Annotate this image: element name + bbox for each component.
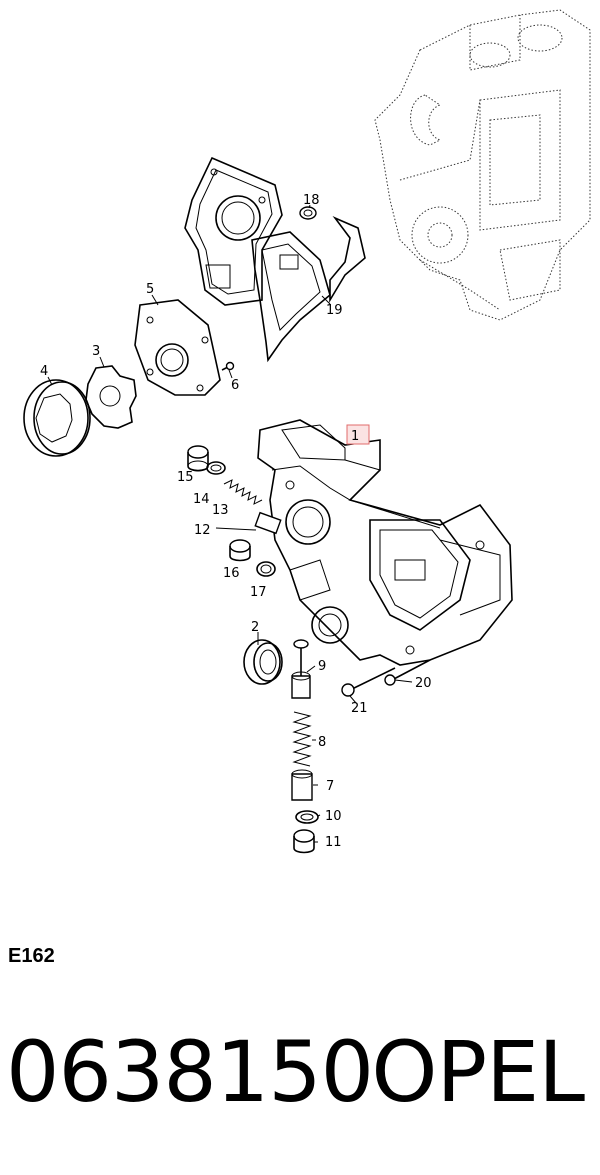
plug-16-drawing [230,540,250,561]
plug-11-drawing [294,830,314,853]
exploded-parts-diagram: 1 2 3 4 5 6 7 8 9 10 11 12 13 14 15 16 1… [0,0,600,900]
piston-12-drawing [216,513,281,534]
callout-20[interactable]: 20 [415,676,432,691]
callout-18[interactable]: 18 [303,193,320,208]
seal-2-drawing [244,640,282,684]
callout-4[interactable]: 4 [40,364,48,379]
callout-14[interactable]: 14 [193,492,210,507]
ring-17-drawing [257,562,275,576]
spring-13-drawing [224,480,262,504]
oil-pump-housing-1-drawing [258,420,512,665]
outer-rotor-4-drawing [24,380,90,456]
plug-18-drawing [300,207,316,219]
callout-2[interactable]: 2 [251,620,259,635]
pump-cover-5-drawing [135,300,220,395]
callout-7[interactable]: 7 [326,779,334,794]
sleeve-7-drawing [292,770,312,800]
diagram-code: E162 [8,945,55,967]
engine-block-drawing [375,10,590,320]
valve-9-drawing [292,640,310,698]
callout-12[interactable]: 12 [194,523,211,538]
callout-17[interactable]: 17 [250,585,267,600]
inner-rotor-3-drawing [86,366,136,428]
callout-16[interactable]: 16 [223,566,240,581]
gasket-19-drawing [252,218,365,360]
screw-6-drawing [222,363,234,371]
callout-15[interactable]: 15 [177,470,194,485]
callout-9[interactable]: 9 [318,659,326,674]
spring-8-drawing [294,712,310,766]
part-number: 0638150 [6,1023,374,1121]
leader-lines [48,205,412,842]
callout-labels: 1 2 3 4 5 6 7 8 9 10 11 12 13 14 15 16 1… [40,193,432,850]
callout-13[interactable]: 13 [212,503,229,518]
callout-6[interactable]: 6 [231,378,239,393]
ring-14-drawing [207,462,225,474]
callout-21[interactable]: 21 [351,701,368,716]
callout-10[interactable]: 10 [325,809,342,824]
callout-3[interactable]: 3 [92,344,100,359]
callout-19[interactable]: 19 [326,303,343,318]
timing-cover-gasket-drawing [185,158,282,305]
brand-name: OPEL [371,1023,585,1121]
callout-8[interactable]: 8 [318,735,326,750]
callout-11[interactable]: 11 [325,835,342,850]
callout-5[interactable]: 5 [146,282,154,297]
callout-1-highlight [347,425,369,444]
callout-1[interactable]: 1 [351,429,359,444]
bolt-21-drawing [342,668,395,696]
plug-15-drawing [188,446,208,471]
ring-10-drawing [296,811,318,823]
